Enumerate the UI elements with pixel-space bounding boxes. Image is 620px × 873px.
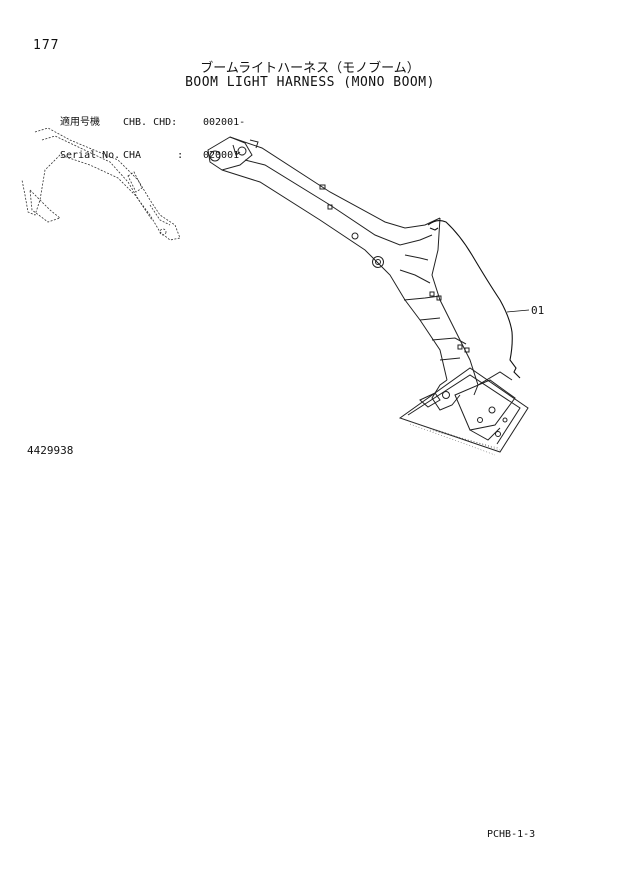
serial-row: Serial No. CHA : 020001-: [60, 150, 245, 161]
harness-wire: [427, 219, 521, 379]
serial-model: CHA :: [123, 150, 184, 161]
serial-number: 020001-: [203, 150, 246, 161]
serial-block: 適用号機 CHB. CHD: 002001- Serial No. CHA : …: [60, 95, 245, 172]
title-english: BOOM LIGHT HARNESS (MONO BOOM): [185, 75, 435, 90]
serial-label: Serial No.: [60, 150, 121, 161]
serial-number: 002001-: [203, 117, 246, 128]
callout-leader: [506, 309, 530, 313]
boom-outline: [207, 136, 479, 411]
page-code: PCHB-1-3: [487, 829, 536, 840]
serial-model: CHB. CHD:: [123, 117, 178, 128]
serial-label: 適用号機: [60, 117, 100, 128]
callout-label: 01: [531, 304, 545, 317]
part-number: 4429938: [27, 444, 74, 457]
base-hatching: [404, 419, 501, 456]
serial-row: 適用号機 CHB. CHD: 002001-: [60, 117, 245, 128]
title-japanese: ブームライトハーネス（モノブーム）: [200, 61, 420, 76]
base-frame: [398, 367, 529, 453]
overview-sketch: [21, 127, 181, 241]
page-number: 177: [33, 38, 60, 53]
